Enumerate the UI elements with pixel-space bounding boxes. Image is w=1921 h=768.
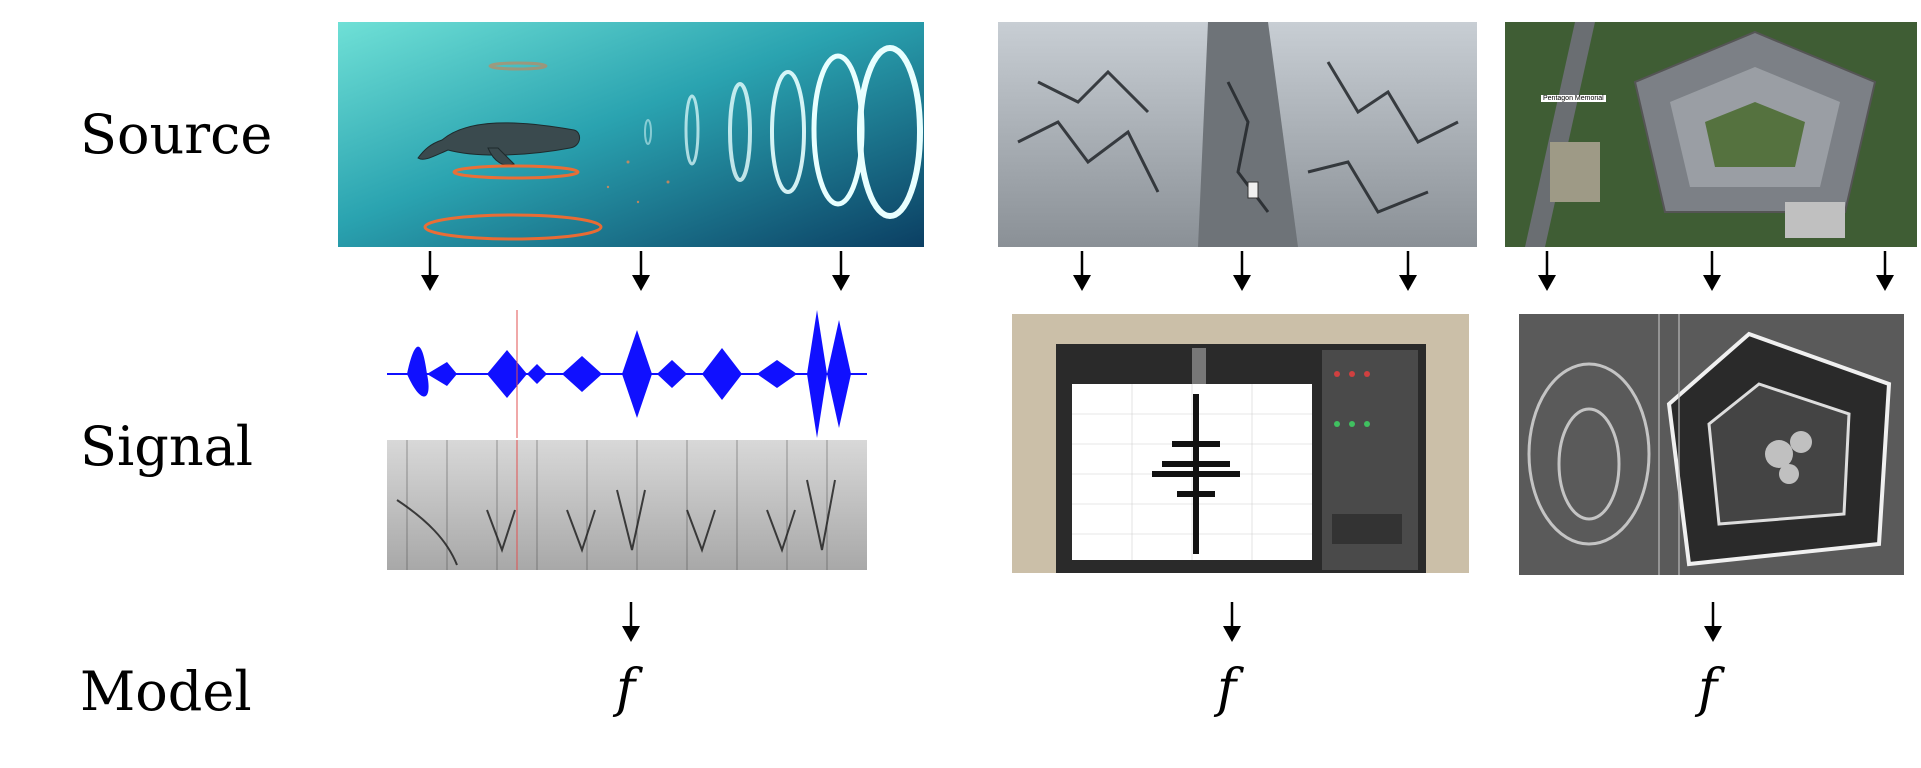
model-symbol-earthquake: f [1217, 659, 1237, 719]
model-symbol-whale: f [616, 659, 636, 719]
arrow-down-icon [1230, 251, 1254, 291]
arrow-down-icon [1396, 251, 1420, 291]
arrow-down-icon [1873, 251, 1897, 291]
row-label-source: Source [80, 103, 273, 166]
arrow-down-icon [619, 602, 643, 642]
model-symbol-pentagon: f [1698, 659, 1718, 719]
pentagon-sar-image [1519, 314, 1904, 575]
whale-waveform [387, 310, 867, 438]
arrow-down-icon [1701, 602, 1725, 642]
pentagon-memorial-label: Pentagon Memorial [1541, 95, 1606, 102]
whale-icon [417, 122, 580, 166]
row-label-signal: Signal [80, 415, 254, 478]
arrow-down-icon [1700, 251, 1724, 291]
arrow-down-icon [418, 251, 442, 291]
arrow-down-icon [829, 251, 853, 291]
arrow-down-icon [629, 251, 653, 291]
seismograph-image [1012, 314, 1469, 573]
whale-source-image [338, 22, 924, 247]
arrow-down-icon [1535, 251, 1559, 291]
whale-spectrogram [387, 440, 867, 570]
earthquake-source-image [998, 22, 1477, 247]
arrow-down-icon [1070, 251, 1094, 291]
arrow-down-icon [1220, 602, 1244, 642]
row-label-model: Model [80, 660, 252, 723]
pentagon-satellite-image [1505, 22, 1917, 247]
